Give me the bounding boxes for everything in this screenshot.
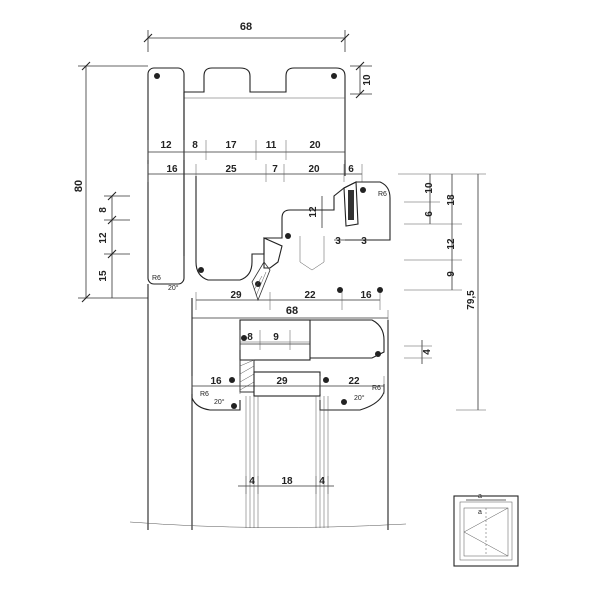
dim-glass-18: 18 bbox=[281, 476, 293, 487]
dim-row1-20: 20 bbox=[309, 140, 321, 151]
angle-20-bottom-left: 20° bbox=[214, 398, 225, 406]
right-4-dimension: 4 bbox=[404, 340, 433, 364]
sash-row-dimensions: 29 22 16 bbox=[195, 290, 381, 310]
legend-label-a-top: a bbox=[478, 493, 482, 500]
dim-row1-12: 12 bbox=[160, 140, 172, 151]
dim-row1-11: 11 bbox=[266, 140, 277, 151]
dim-mid-68: 68 bbox=[286, 305, 298, 317]
screw-dot bbox=[323, 377, 329, 383]
dim-sash-29: 29 bbox=[230, 290, 242, 301]
center-small-dimensions: 12 3 3 bbox=[308, 196, 367, 247]
dim-row2-7: 7 bbox=[272, 164, 278, 175]
dim-right-12: 12 bbox=[446, 238, 457, 250]
top-width-dimension: 68 bbox=[143, 21, 350, 52]
dim-row2-20: 20 bbox=[308, 164, 320, 175]
left-stack-dimensions: 8 12 15 bbox=[98, 191, 130, 298]
dim-bottom-29: 29 bbox=[276, 376, 288, 387]
window-section-legend: a a bbox=[453, 493, 519, 567]
screw-dot bbox=[231, 403, 237, 409]
dim-right-18: 18 bbox=[446, 194, 457, 206]
dim-left-15: 15 bbox=[98, 270, 109, 282]
dim-small-8: 8 bbox=[247, 332, 253, 343]
bottom-row-dimensions: 16 29 22 bbox=[191, 376, 385, 394]
dim-right-79-5: 79,5 bbox=[466, 290, 477, 310]
screw-dot bbox=[198, 267, 204, 273]
screw-dot bbox=[341, 399, 347, 405]
screw-dot bbox=[377, 287, 383, 293]
radius-r6-left: R6 bbox=[152, 275, 161, 282]
dim-small-9: 9 bbox=[273, 332, 279, 343]
screw-dot bbox=[241, 335, 247, 341]
dim-right-6: 6 bbox=[424, 211, 435, 217]
dim-right-9: 9 bbox=[446, 271, 457, 277]
dim-glass-4-right: 4 bbox=[319, 476, 325, 487]
angle-20-bottom-right: 20° bbox=[354, 394, 365, 402]
legend-label-a-bottom: a bbox=[478, 509, 482, 516]
glass-dimensions: 4 18 4 bbox=[238, 476, 334, 494]
lower-sash-profile bbox=[129, 284, 407, 530]
row2-dimensions: 16 25 7 20 6 bbox=[147, 164, 363, 182]
dim-left-80: 80 bbox=[73, 180, 85, 192]
dim-center-3b: 3 bbox=[361, 236, 367, 247]
top-right-10-dimension: 10 bbox=[350, 61, 373, 99]
screw-dot bbox=[337, 287, 343, 293]
dim-right-4: 4 bbox=[422, 349, 433, 355]
screw-dot bbox=[331, 73, 337, 79]
dim-row1-17: 17 bbox=[225, 140, 237, 151]
outer-frame-profile bbox=[147, 67, 346, 285]
row1-dimensions: 12 8 17 11 20 bbox=[147, 140, 346, 160]
radius-r6-bottom-left: R6 bbox=[200, 391, 209, 398]
angle-20-left: 20° bbox=[168, 284, 179, 292]
screw-dot bbox=[285, 233, 291, 239]
sash-gasket-area bbox=[195, 176, 391, 302]
small-mid-dimensions: 8 9 bbox=[239, 330, 310, 350]
screw-dot bbox=[229, 377, 235, 383]
screw-dot bbox=[375, 351, 381, 357]
dim-center-12: 12 bbox=[308, 206, 319, 218]
dim-row2-16: 16 bbox=[166, 164, 178, 175]
dim-left-12: 12 bbox=[98, 232, 109, 244]
radius-r6-bottom-right: R6 bbox=[372, 385, 381, 392]
left-height-dimension: 80 bbox=[73, 61, 148, 303]
dim-row1-8: 8 bbox=[192, 140, 198, 151]
dim-left-8: 8 bbox=[98, 207, 109, 213]
mid-width-dimension: 68 bbox=[191, 305, 389, 326]
dim-bottom-16: 16 bbox=[210, 376, 222, 387]
right-side-dimensions: 10 6 18 12 9 79,5 bbox=[398, 173, 486, 411]
dim-glass-4-left: 4 bbox=[249, 476, 255, 487]
screw-dot bbox=[360, 187, 366, 193]
dim-bottom-22: 22 bbox=[348, 376, 360, 387]
dim-center-3a: 3 bbox=[335, 236, 341, 247]
dim-top-68: 68 bbox=[240, 21, 252, 33]
dim-right-10: 10 bbox=[424, 182, 435, 194]
dim-row2-6: 6 bbox=[348, 164, 354, 175]
dim-row2-25: 25 bbox=[225, 164, 237, 175]
dim-top-right-10: 10 bbox=[362, 74, 373, 86]
radius-r6-top: R6 bbox=[378, 191, 387, 198]
dim-sash-22: 22 bbox=[304, 290, 316, 301]
screw-dot bbox=[154, 73, 160, 79]
dim-sash-16: 16 bbox=[360, 290, 372, 301]
